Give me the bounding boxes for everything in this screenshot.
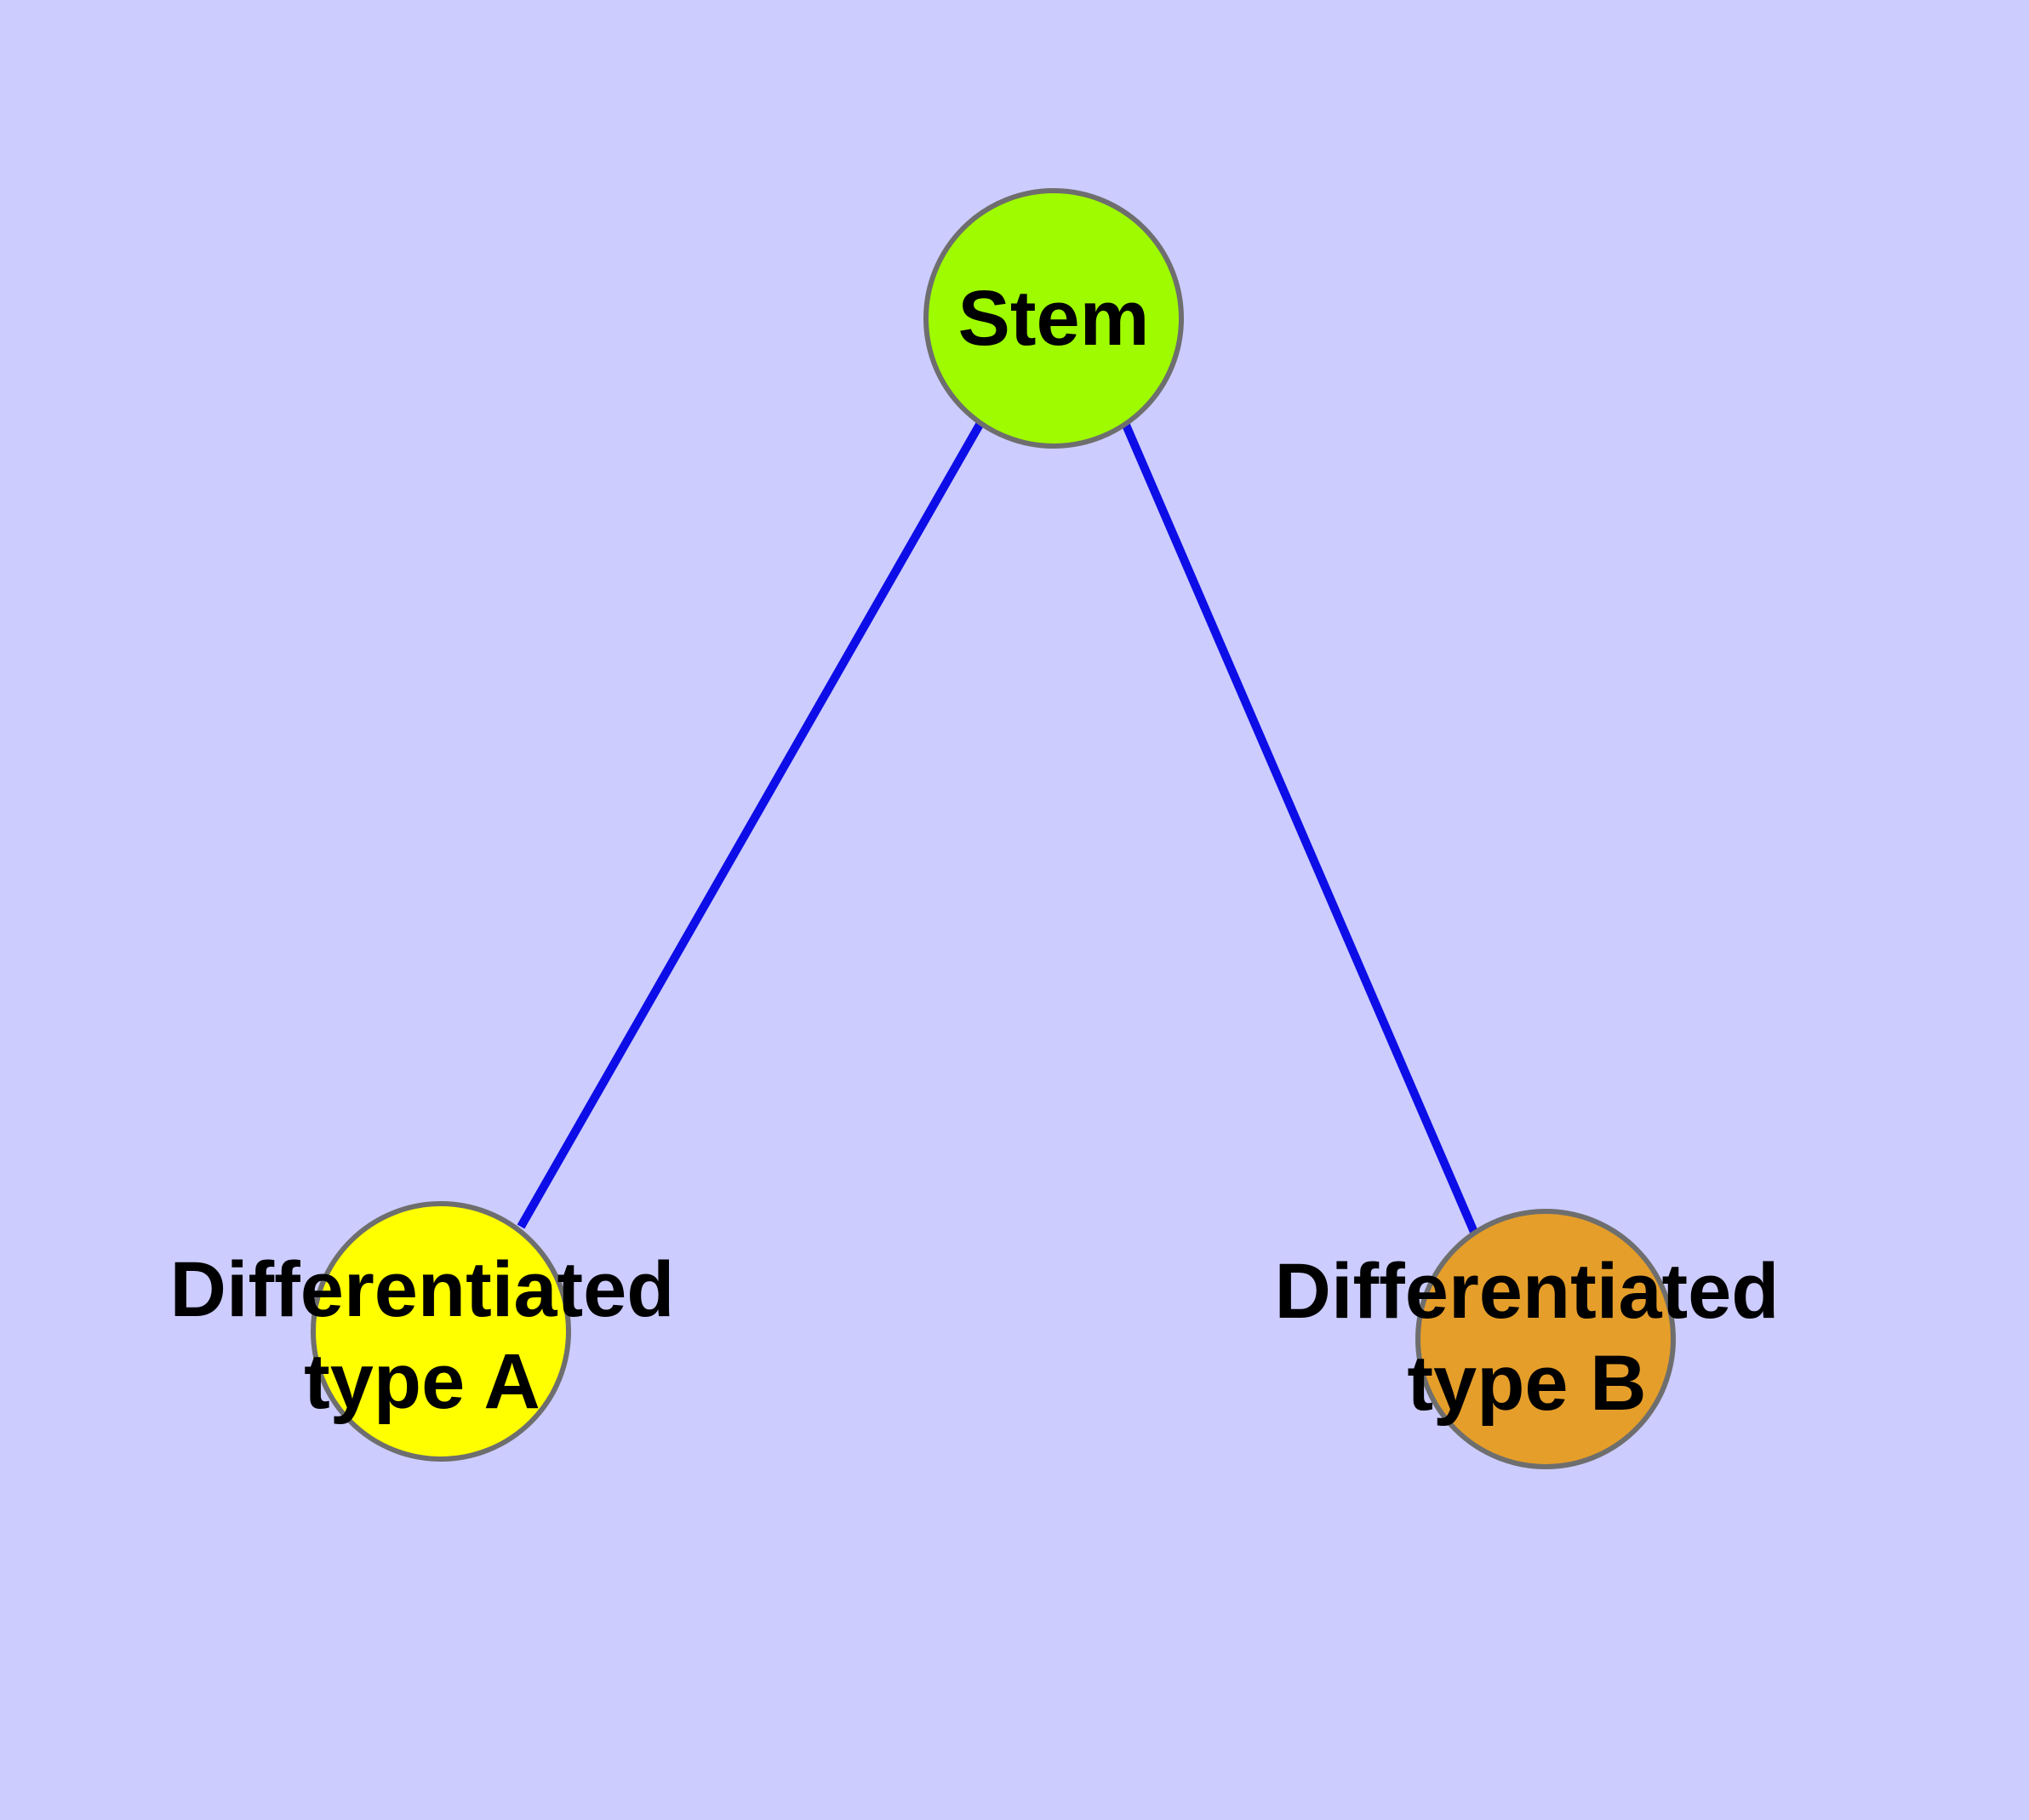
node-label-line: Stem	[958, 275, 1150, 362]
node-label-line: Differentiated	[170, 1246, 675, 1333]
edges-layer	[517, 421, 1480, 1238]
node-label-line: Differentiated	[1275, 1248, 1780, 1335]
node-label-stem: Stem	[958, 275, 1150, 362]
graph-edge-stem-to-b[interactable]	[1121, 421, 1480, 1238]
graph-node-stem[interactable]	[923, 188, 1184, 449]
graph-node-diff-b[interactable]	[1415, 1209, 1676, 1469]
node-label-line: type A	[304, 1338, 540, 1425]
graph-node-diff-a[interactable]	[311, 1201, 571, 1462]
node-label-line: type B	[1407, 1340, 1646, 1427]
graph-edge-stem-to-a[interactable]	[517, 421, 985, 1229]
nodes-layer	[311, 188, 1676, 1469]
